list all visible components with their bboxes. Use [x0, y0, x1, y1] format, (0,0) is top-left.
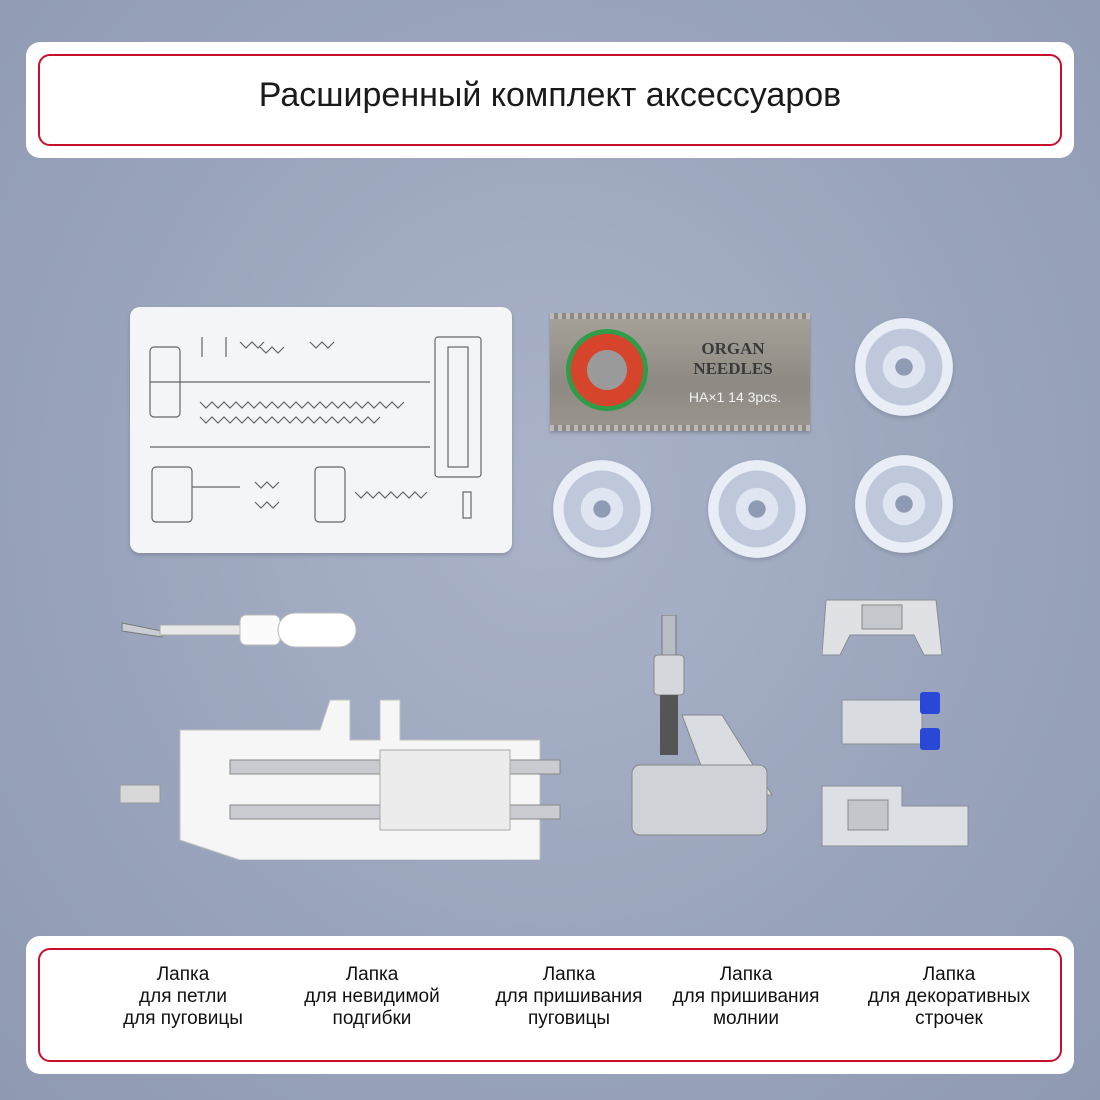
caption-line: для невидимой — [304, 986, 440, 1007]
caption-zipper-foot: Лапка для пришивания молнии — [646, 964, 846, 1030]
stitch-diagram-icon — [149, 336, 482, 523]
caption-line: Лапка — [156, 964, 210, 985]
decorative-foot-icon — [818, 780, 972, 852]
pack-edge-bottom — [550, 425, 810, 431]
seam-ripper-icon — [120, 595, 360, 655]
bobbin-icon — [708, 460, 806, 558]
needle-brand-line1: ORGAN — [701, 339, 765, 358]
caption-line: молнии — [712, 1008, 780, 1029]
caption-line: для пришивания — [672, 986, 820, 1007]
needle-pack: ORGAN NEEDLES HA×1 14 3pcs. — [550, 313, 810, 431]
caption-decorative-foot: Лапка для декоративных строчек — [849, 964, 1049, 1030]
zipper-foot-icon — [821, 590, 944, 662]
caption-blind-hem-foot: Лапка для невидимой подгибки — [272, 964, 472, 1030]
bobbin-icon — [553, 460, 651, 558]
blind-hem-foot-icon — [832, 688, 950, 756]
organ-logo-icon — [566, 329, 648, 411]
needle-brand-line2: NEEDLES — [693, 359, 773, 378]
button-foot-icon — [612, 614, 777, 845]
caption-line: Лапка — [719, 964, 773, 985]
caption-line: Лапка — [345, 964, 399, 985]
top-banner: Расширенный комплект аксессуаров — [26, 42, 1074, 158]
needle-spec: HA×1 14 3pcs. — [688, 389, 782, 405]
caption-line: Лапка — [542, 964, 596, 985]
needle-brand: ORGAN NEEDLES — [668, 339, 798, 379]
bottom-banner-frame — [38, 948, 1062, 1062]
top-banner-frame — [38, 54, 1062, 146]
caption-line: для петли — [139, 986, 227, 1007]
pack-edge-top — [550, 313, 810, 319]
caption-line: Лапка — [922, 964, 976, 985]
bottom-banner: Лапка для петли для пуговицы Лапка для н… — [26, 936, 1074, 1074]
caption-line: для пуговицы — [123, 1008, 243, 1029]
caption-line: пуговицы — [527, 1008, 611, 1029]
caption-line: для пришивания — [495, 986, 643, 1007]
caption-buttonhole-foot: Лапка для петли для пуговицы — [83, 964, 283, 1030]
caption-line: строчек — [915, 1008, 983, 1029]
stitch-pattern-card — [130, 307, 512, 553]
caption-line: подгибки — [332, 1008, 412, 1029]
page-title: Расширенный комплект аксессуаров — [258, 76, 842, 114]
bobbin-icon — [855, 455, 953, 553]
caption-button-sewing-foot: Лапка для пришивания пуговицы — [469, 964, 669, 1030]
bobbin-icon — [855, 318, 953, 416]
caption-line: для декоративных — [867, 986, 1031, 1007]
buttonhole-foot-icon — [119, 690, 562, 861]
